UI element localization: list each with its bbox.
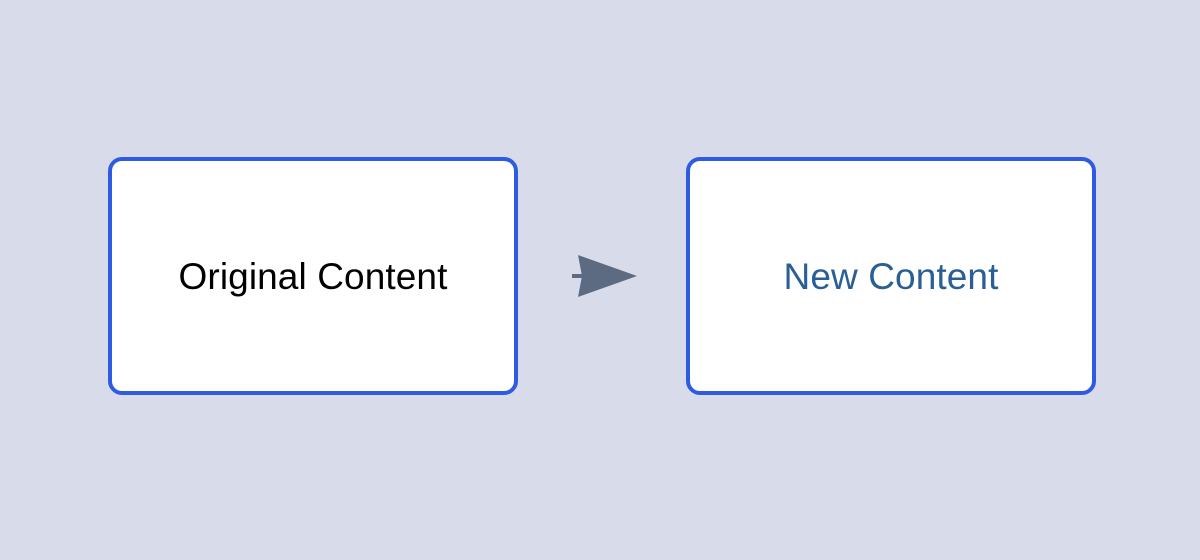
arrow-right-icon <box>572 255 637 297</box>
new-content-box: New Content <box>686 157 1096 395</box>
new-content-label: New Content <box>783 255 999 297</box>
original-content-box: Original Content <box>108 157 518 395</box>
original-content-label: Original Content <box>178 255 448 297</box>
arrow-shaft <box>572 274 582 278</box>
arrow-head <box>578 255 637 297</box>
